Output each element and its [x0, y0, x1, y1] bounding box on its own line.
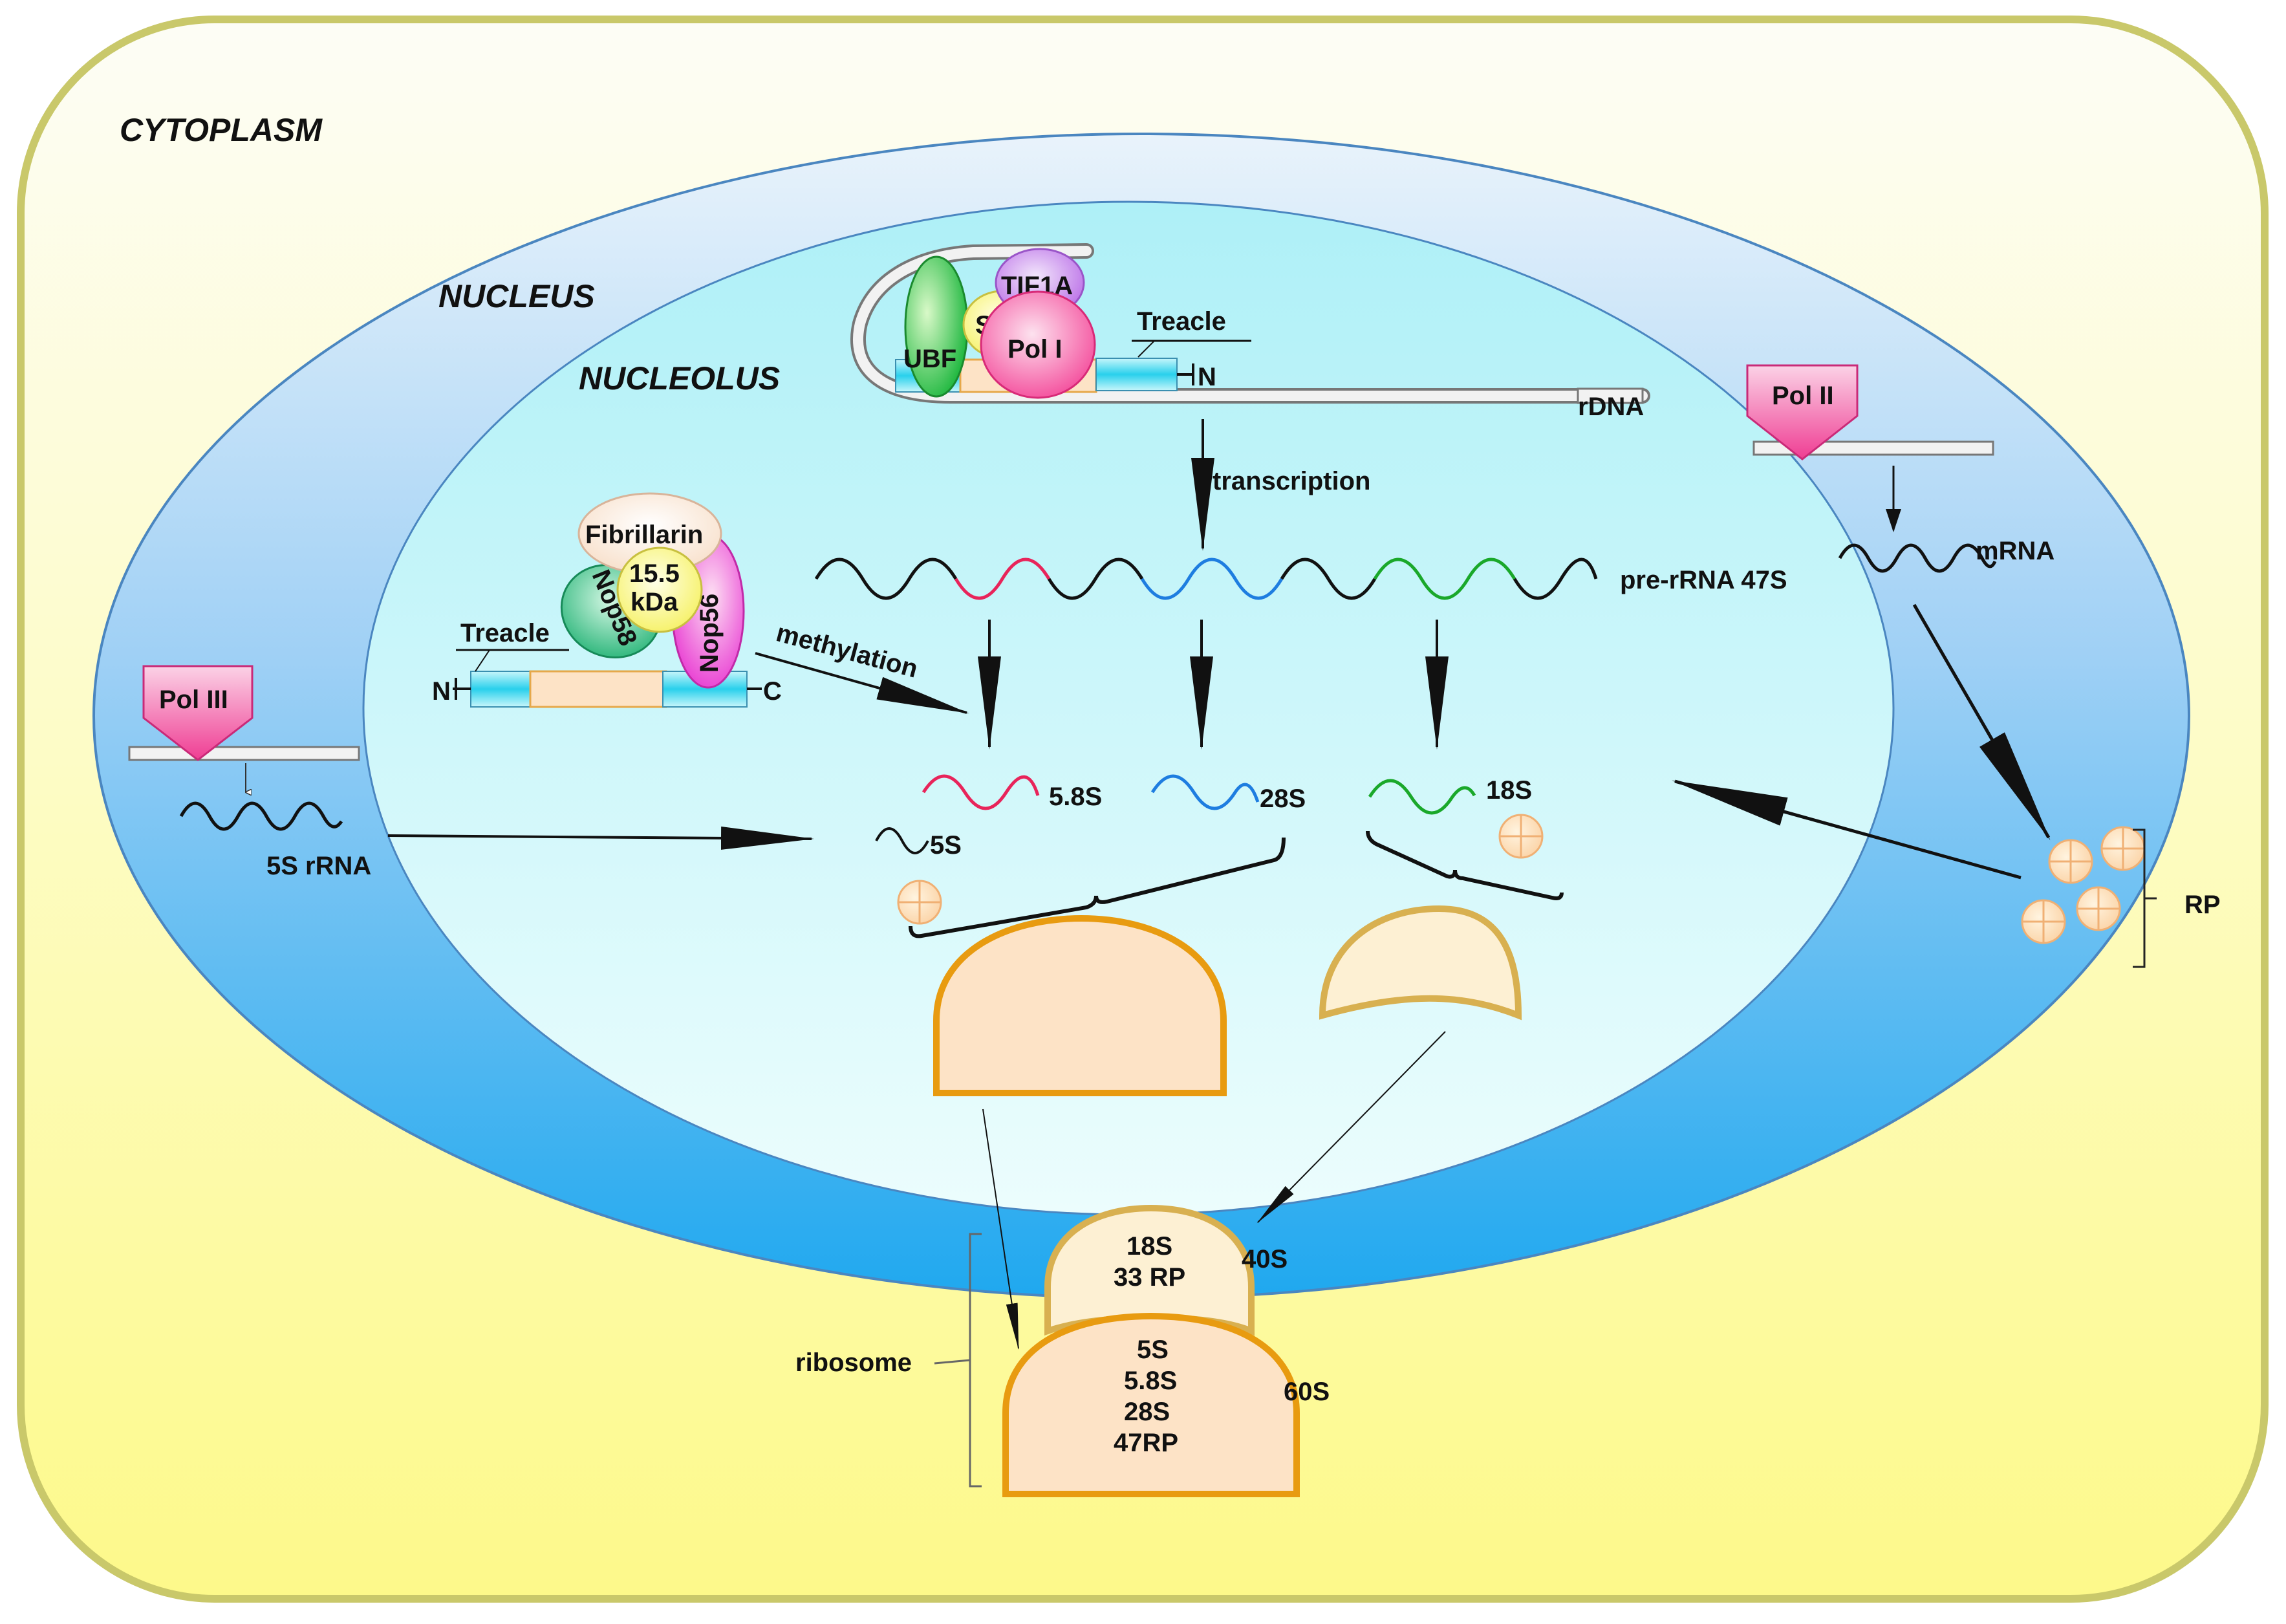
- mature-ribosome: 18S 33 RP 40S 5S 5.8S 28S 47RP 60S ribos…: [795, 1204, 1330, 1497]
- mrna-label: mRNA: [1976, 537, 2054, 565]
- treacle2-leader: [475, 649, 490, 672]
- large-subunit-bracket: [909, 837, 1286, 938]
- rdna-end: [1577, 387, 1644, 404]
- p15-5kda-label-line2: kDa: [631, 588, 678, 616]
- rrna5s-label: 5S rRNA: [266, 852, 371, 880]
- pol3-dna-strand: [128, 746, 360, 761]
- cytoplasm-label: CYTOPLASM: [120, 112, 323, 148]
- nascent-large-subunit: [933, 915, 1227, 1096]
- rrna-28s-label: 28S: [1260, 785, 1306, 813]
- small-subunit-export-arrow: [1256, 1031, 1446, 1224]
- rrna-58s-wave: [922, 774, 1040, 810]
- nucleus-label: NUCLEUS: [438, 278, 595, 314]
- pre-rrna-18s-segment: [1373, 558, 1516, 600]
- rrna-58s-label: 5.8S: [1049, 783, 1102, 811]
- rp-protein: [2076, 886, 2121, 931]
- treacle2-n-terminus: N: [432, 677, 451, 706]
- pre-rrna-47s: [814, 558, 1598, 600]
- treacle2-cyan-left: [470, 671, 536, 708]
- fibrillarin-label: Fibrillarin: [585, 521, 703, 549]
- p15-5kda-label-line1: 15.5: [629, 559, 680, 588]
- rp-protein: [2021, 899, 2066, 944]
- treacle-top-label: Treacle: [1137, 307, 1226, 336]
- large-subunit-line2: 5.8S: [1124, 1367, 1177, 1395]
- pol3-marker: [142, 665, 253, 761]
- rrna-5s-label: 5S: [930, 831, 962, 860]
- treacle-cyan-right: [1095, 358, 1178, 391]
- ribosome-bracket: [934, 1233, 982, 1488]
- pre-rrna-28s-segment: [1140, 558, 1284, 600]
- small-subunit-line1: 18S: [1127, 1232, 1172, 1261]
- large-subunit-export-arrow: [982, 1109, 1019, 1350]
- treacle2-label: Treacle: [460, 619, 550, 647]
- pol2-marker: [1746, 364, 1859, 460]
- methylation-arrow: [755, 652, 969, 714]
- rp-protein: [2100, 826, 2146, 871]
- rp-protein: [897, 880, 942, 925]
- p15-5kda-protein: [616, 547, 703, 633]
- nascent-small-subunit: [1319, 905, 1522, 1021]
- pre-rrna-black-3: [1280, 558, 1377, 600]
- pre-rrna-label: pre-rRNA 47S: [1620, 566, 1787, 594]
- large-subunit-line3: 28S: [1124, 1398, 1170, 1426]
- ubf-label: UBF: [903, 345, 956, 373]
- rdna-label: rDNA: [1578, 393, 1644, 421]
- treacle-top-leader: [1138, 340, 1155, 358]
- small-subunit-bracket: [1366, 830, 1564, 900]
- treacle2-peach-core: [529, 670, 667, 708]
- large-subunit-line4: 47RP: [1114, 1429, 1178, 1457]
- pol1-label: Pol I: [1008, 335, 1062, 363]
- pre-rrna-black-4: [1513, 558, 1598, 600]
- treacle-n-terminus: N: [1198, 363, 1216, 391]
- small-subunit-name: 40S: [1242, 1245, 1288, 1273]
- pol2-label: Pol II: [1772, 382, 1834, 410]
- large-subunit-line1: 5S: [1137, 1336, 1169, 1364]
- mrna-wave: [1838, 543, 1997, 573]
- transcription-label: transcription: [1213, 467, 1370, 495]
- rp-import-arrow: [1672, 779, 2022, 880]
- rrna5s-wave: [179, 801, 343, 831]
- rp-cluster: RP: [2021, 826, 2221, 968]
- large-subunit-60s: [1002, 1312, 1300, 1497]
- treacle2-c-terminus: C: [763, 677, 782, 706]
- large-subunit-name: 60S: [1284, 1378, 1330, 1406]
- rrna5s-arrow: [387, 826, 814, 850]
- pol3-gene: Pol III 5S rRNA: [128, 665, 371, 880]
- rrna-5s-wave: [875, 827, 929, 854]
- rp-protein: [1498, 814, 1544, 859]
- ubf-protein: [904, 255, 969, 398]
- rdna-transcription-complex: N UBF SL1 TIF1A Pol I Treacle rDNA: [850, 243, 1650, 421]
- nop56-label: Nop56: [695, 594, 724, 673]
- rp-bracket: [2133, 828, 2157, 968]
- ribosome-label: ribosome: [795, 1348, 912, 1377]
- pol3-label: Pol III: [159, 686, 228, 714]
- small-subunit-line2: 33 RP: [1114, 1263, 1185, 1292]
- rp-label: RP: [2184, 891, 2221, 919]
- rrna-18s-label: 18S: [1486, 776, 1532, 805]
- pol2-gene: Pol II mRNA: [1746, 364, 2054, 573]
- pol1-enzyme: [980, 290, 1096, 399]
- rrna-18s-wave: [1368, 779, 1476, 815]
- rp-protein: [2048, 839, 2093, 884]
- pre-rrna-black: [814, 558, 958, 600]
- nucleolus-label: NUCLEOLUS: [579, 360, 780, 396]
- pre-rrna-black-2: [1047, 558, 1144, 600]
- mrna-to-rp-arrow: [1912, 603, 2051, 841]
- fibrillarin-complex: N C Treacle Nop56 Nop58 Fibrillarin 15.5…: [432, 492, 782, 708]
- rrna-28s-wave: [1150, 774, 1260, 810]
- pre-rrna-58s-segment: [954, 558, 1051, 600]
